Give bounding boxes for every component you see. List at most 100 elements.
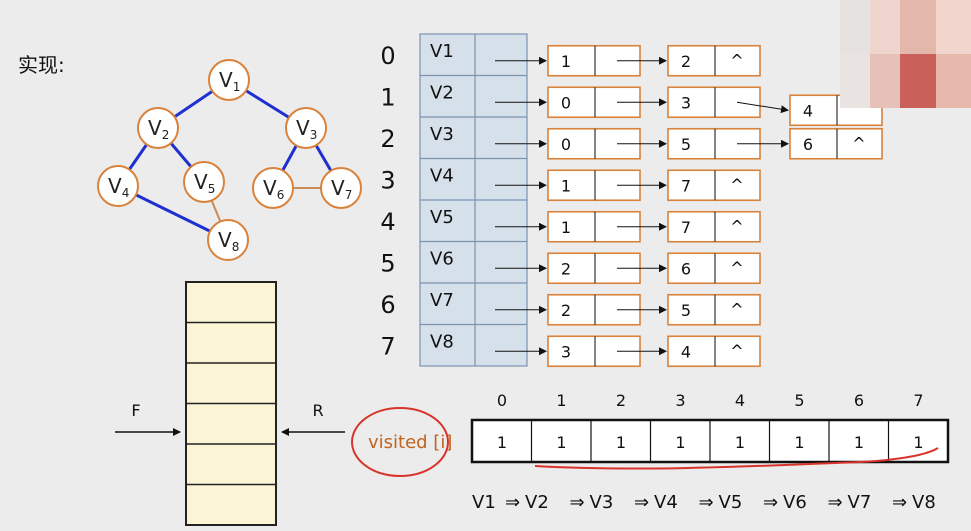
visited-value: 1 bbox=[675, 433, 685, 452]
list-node: 2 bbox=[547, 252, 667, 285]
row-index: 2 bbox=[380, 125, 395, 153]
graph-node-label: V8 bbox=[218, 228, 239, 254]
visited-value: 1 bbox=[497, 433, 507, 452]
list-node-box bbox=[667, 169, 761, 202]
graph-node-label: V6 bbox=[263, 176, 284, 202]
null-pointer-symbol: ^ bbox=[730, 51, 743, 70]
graph-node-v5: V5 bbox=[183, 161, 225, 203]
head-vertex-name: V1 bbox=[430, 41, 454, 62]
list-node-value: 2 bbox=[561, 259, 571, 278]
list-node-value: 4 bbox=[803, 101, 813, 120]
graph-node-label: V7 bbox=[331, 176, 352, 202]
null-pointer-symbol: ^ bbox=[730, 341, 743, 360]
graph-node-circle bbox=[97, 165, 139, 207]
page-title: 实现: bbox=[18, 53, 65, 77]
traversal-vertex: V8 bbox=[912, 492, 936, 513]
row-index: 6 bbox=[380, 291, 395, 319]
traversal-arrow: ⇒ bbox=[763, 492, 778, 513]
traversal-arrow: ⇒ bbox=[828, 492, 843, 513]
null-pointer-symbol: ^ bbox=[730, 300, 743, 319]
graph-edges bbox=[116, 78, 343, 242]
list-node: 6^ bbox=[789, 127, 883, 160]
list-node-value: 0 bbox=[561, 135, 571, 154]
visited-index: 1 bbox=[556, 391, 566, 410]
list-node: 7^ bbox=[667, 210, 761, 243]
graph-node-v7: V7 bbox=[320, 167, 362, 209]
list-node-box bbox=[547, 252, 641, 285]
head-vertex-name: V2 bbox=[430, 82, 454, 103]
graph-node-letter: V bbox=[331, 176, 345, 200]
graph-node-letter: V bbox=[148, 116, 162, 140]
graph-node-subscript: 4 bbox=[122, 186, 130, 200]
graph-node-letter: V bbox=[296, 116, 310, 140]
list-node-value: 7 bbox=[681, 218, 691, 237]
graph-node-v2: V2 bbox=[137, 107, 179, 149]
head-vertex-name: V6 bbox=[430, 248, 454, 269]
graph-node-subscript: 7 bbox=[345, 188, 353, 202]
list-node: 3 bbox=[667, 86, 789, 119]
list-node-value: 5 bbox=[681, 135, 691, 154]
list-node: 7^ bbox=[667, 169, 761, 202]
list-node-value: 6 bbox=[803, 135, 813, 154]
graph-node-v1: V1 bbox=[208, 59, 250, 101]
webcam-blur-overlay bbox=[840, 0, 971, 108]
traversal-vertex: V3 bbox=[590, 492, 614, 513]
visited-label: visited [i] bbox=[368, 432, 452, 453]
list-node-value: 2 bbox=[561, 301, 571, 320]
graph-node-label: V5 bbox=[194, 170, 215, 196]
graph-node-subscript: 3 bbox=[310, 128, 318, 142]
visited-index: 2 bbox=[616, 391, 626, 410]
traversal-arrow: ⇒ bbox=[570, 492, 585, 513]
visited-value: 1 bbox=[913, 433, 923, 452]
row-index: 3 bbox=[380, 166, 395, 194]
null-pointer-symbol: ^ bbox=[730, 217, 743, 236]
visited-index: 3 bbox=[675, 391, 685, 410]
graph-node-v3: V3 bbox=[285, 107, 327, 149]
head-vertex-name: V4 bbox=[430, 165, 454, 186]
list-node: 1 bbox=[547, 44, 667, 77]
graph-node-circle bbox=[208, 59, 250, 101]
visited-label-highlight bbox=[351, 407, 449, 477]
list-node-box bbox=[667, 252, 761, 285]
list-node-value: 1 bbox=[561, 52, 571, 71]
list-node-value: 0 bbox=[561, 93, 571, 112]
list-node-box bbox=[667, 86, 761, 119]
list-node-value: 1 bbox=[561, 176, 571, 195]
next-pointer-arrow bbox=[736, 101, 789, 114]
graph-node-subscript: 5 bbox=[208, 182, 216, 196]
list-node-value: 5 bbox=[681, 301, 691, 320]
visited-index: 0 bbox=[497, 391, 507, 410]
list-node-box bbox=[667, 210, 761, 243]
visited-index: 4 bbox=[735, 391, 745, 410]
traversal-first-vertex: V1 bbox=[472, 492, 496, 513]
graph-node-letter: V bbox=[263, 176, 277, 200]
traversal-arrow: ⇒ bbox=[699, 492, 714, 513]
graph-node-circle bbox=[320, 167, 362, 209]
list-node: 0 bbox=[547, 86, 667, 119]
visited-index: 6 bbox=[854, 391, 864, 410]
visited-underline-highlight bbox=[534, 447, 939, 470]
visited-index: 5 bbox=[794, 391, 804, 410]
head-vertex-name: V8 bbox=[430, 331, 454, 352]
null-pointer-symbol: ^ bbox=[730, 175, 743, 194]
null-pointer-symbol: ^ bbox=[852, 134, 865, 153]
graph-node-label: V3 bbox=[296, 116, 317, 142]
visited-value: 1 bbox=[794, 433, 804, 452]
traversal-vertex: V7 bbox=[848, 492, 872, 513]
list-node: 4^ bbox=[667, 335, 761, 368]
graph-node-letter: V bbox=[194, 170, 208, 194]
list-node-value: 4 bbox=[681, 342, 691, 361]
head-vertex-name: V3 bbox=[430, 124, 454, 145]
row-index: 5 bbox=[380, 249, 395, 277]
traversal-arrow: ⇒ bbox=[505, 492, 520, 513]
list-node-box bbox=[667, 335, 761, 368]
visited-value: 1 bbox=[735, 433, 745, 452]
traversal-vertex: V2 bbox=[525, 492, 549, 513]
traversal-sequence: V1⇒V2⇒V3⇒V4⇒V5⇒V6⇒V7⇒V8 bbox=[472, 492, 936, 513]
list-node-value: 7 bbox=[681, 176, 691, 195]
list-node: 2^ bbox=[667, 44, 761, 77]
list-node-box bbox=[667, 44, 761, 77]
graph-node-letter: V bbox=[219, 68, 233, 92]
